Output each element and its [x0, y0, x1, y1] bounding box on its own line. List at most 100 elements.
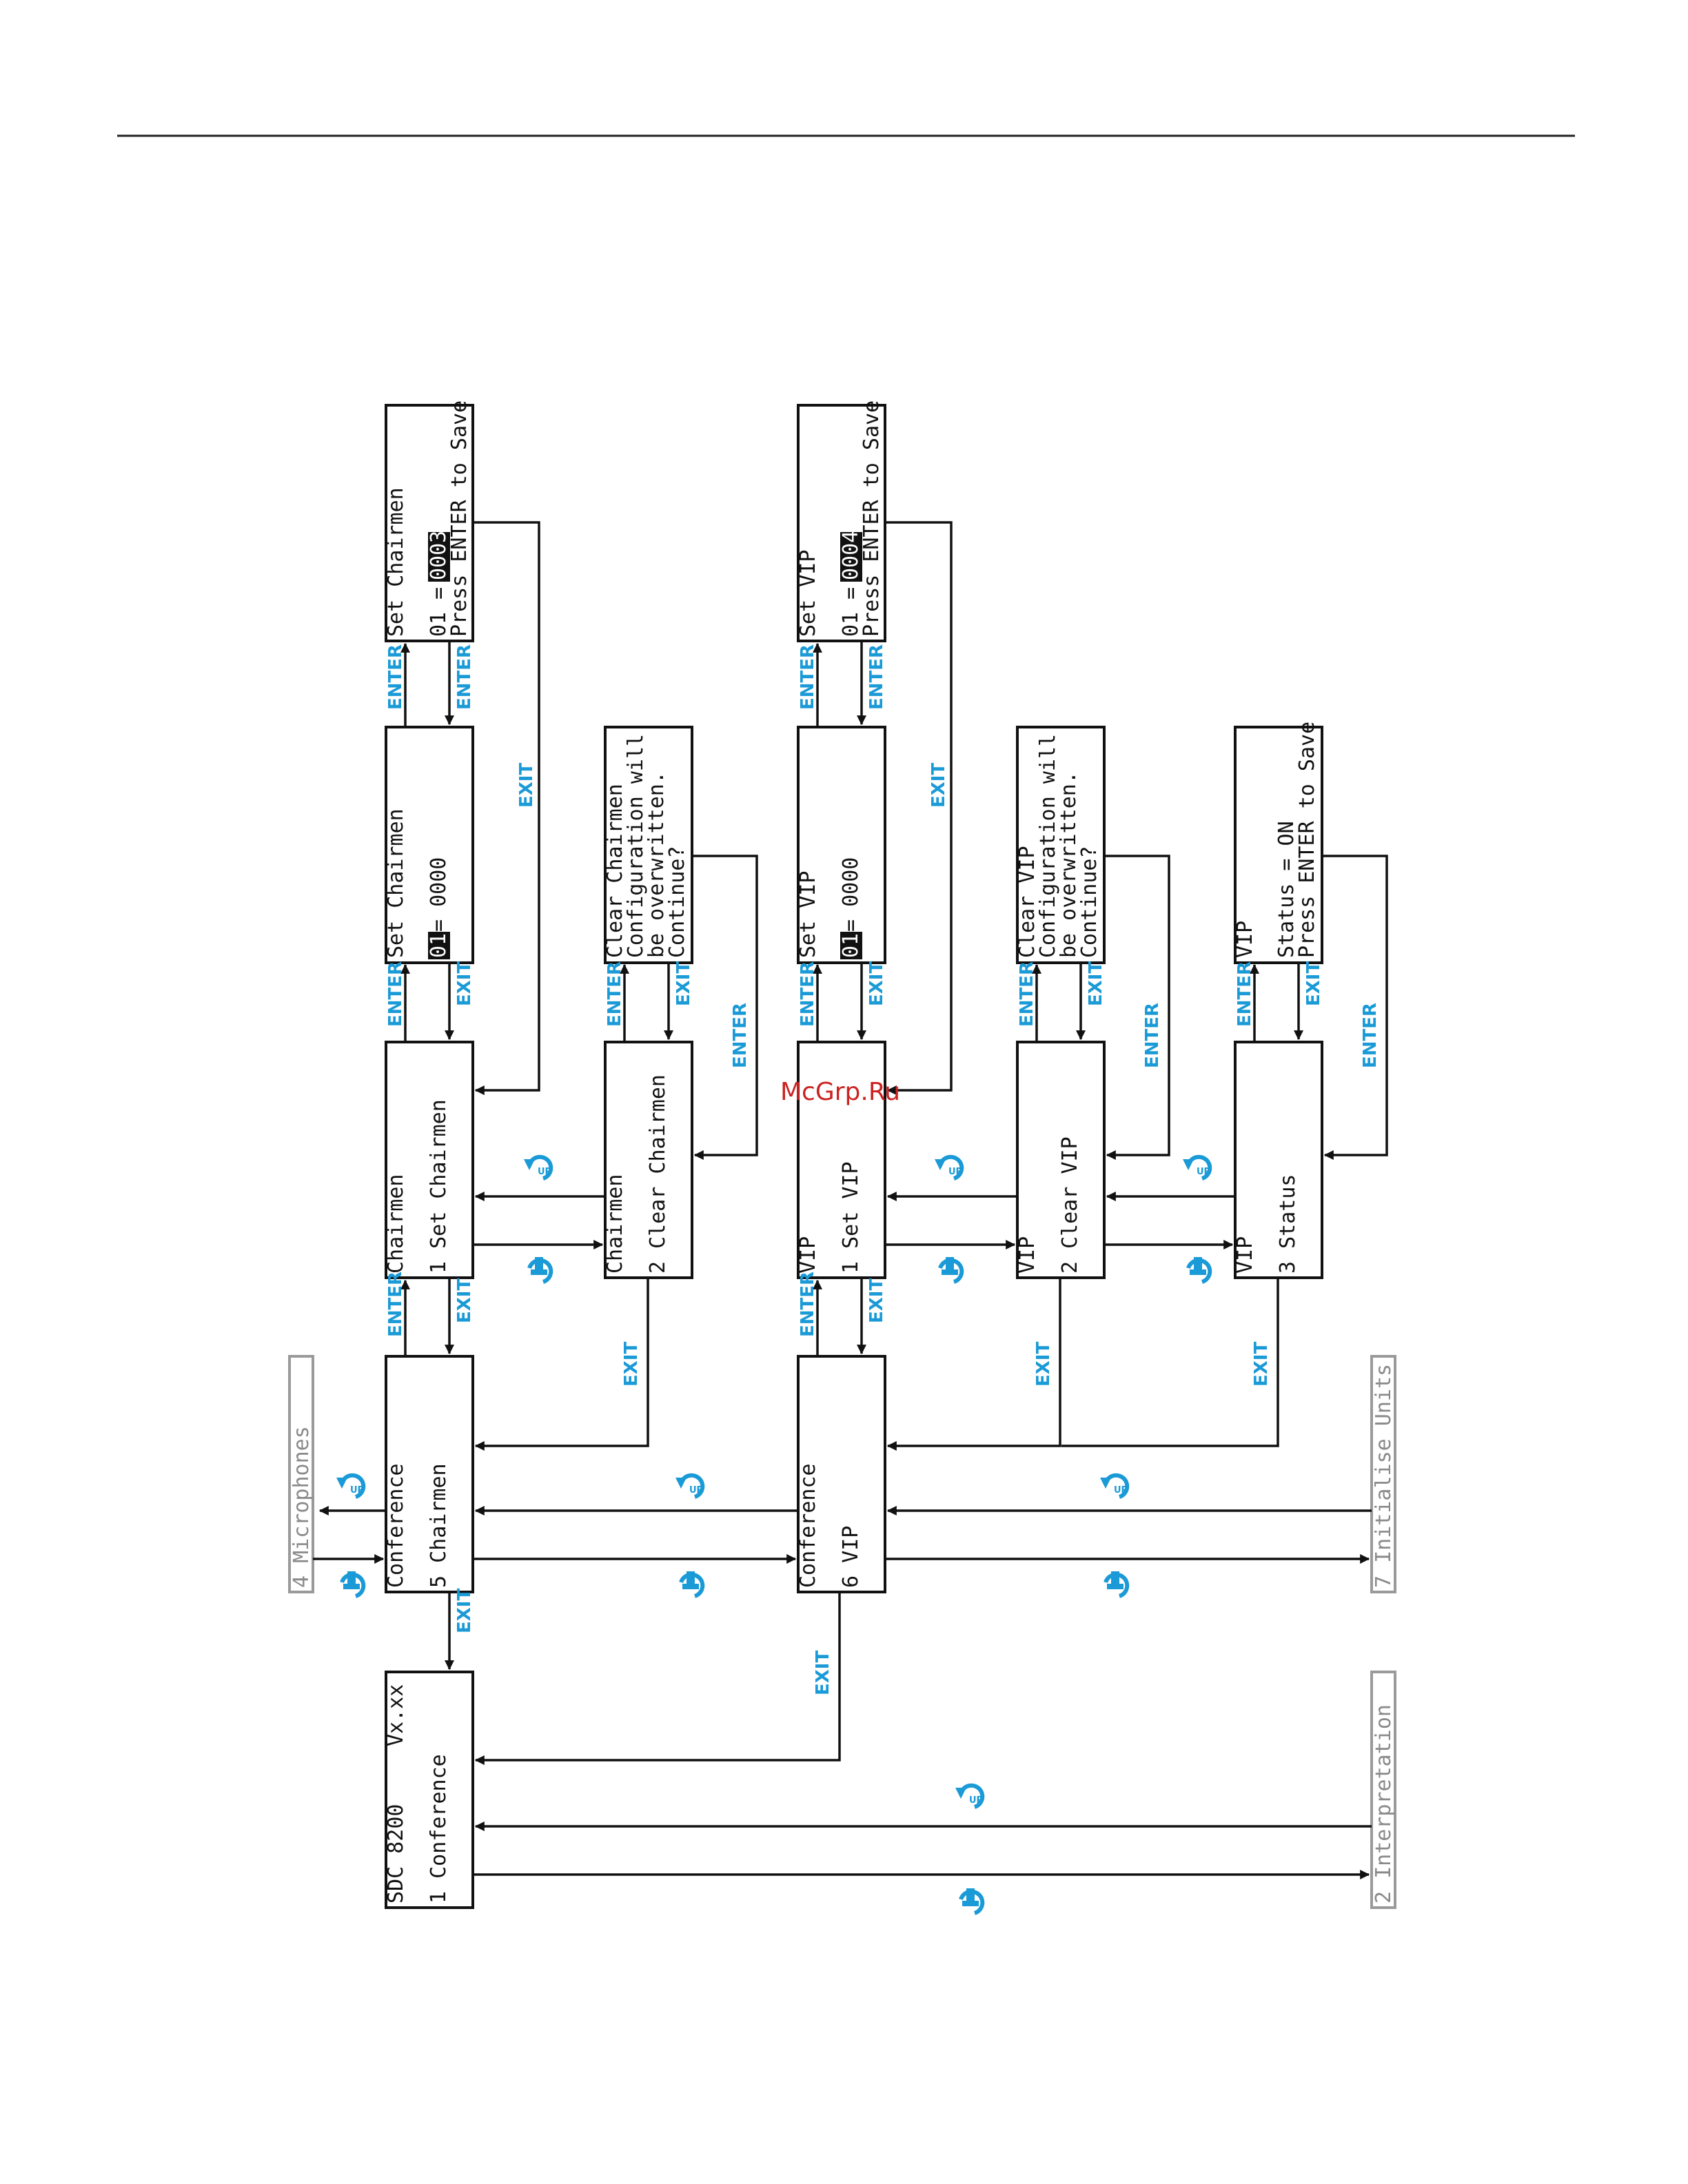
screen-line: Continue?: [1077, 846, 1101, 958]
screen-line: = 0000: [427, 857, 451, 932]
enter-key-label: ENTER: [1017, 961, 1037, 1027]
rotate-down-press-icon: [940, 1257, 962, 1282]
highlighted-value: 0003: [427, 531, 451, 580]
screen-interpretation: 2 Interpretation: [1370, 1671, 1396, 1909]
screen-line: Clear VIP: [1015, 846, 1039, 958]
screen-line: VIP: [1233, 921, 1257, 958]
enter-key-label: ENTER: [797, 961, 818, 1027]
rotate-up-icon: [955, 1786, 983, 1807]
rotate-down-press-icon: [1188, 1257, 1210, 1282]
exit-key-label: EXIT: [1033, 1342, 1054, 1387]
rotate-down-press-icon: [529, 1257, 551, 1282]
exit-key-label: EXIT: [454, 1589, 475, 1633]
screen-line: 1 Set Chairmen: [427, 1099, 451, 1274]
screen-line: Chairmen: [384, 1174, 408, 1274]
exit-key-label: EXIT: [673, 961, 694, 1006]
watermark-text: McGrp.Ru: [780, 1078, 900, 1106]
screen-line: 1 Conference: [427, 1754, 451, 1904]
enter-key-label: ENTER: [385, 644, 406, 710]
screen-line: 5 Chairmen: [427, 1463, 451, 1588]
screen-line: Press ENTER to Save: [447, 400, 471, 637]
screen-vip-status: VIP 3 Status: [1233, 1041, 1323, 1279]
screen-line: Press ENTER to Save: [1295, 722, 1319, 958]
enter-key-label: ENTER: [454, 644, 475, 710]
highlighted-value: 01: [427, 933, 451, 958]
highlighted-value: 0004: [839, 531, 863, 580]
screen-line: Vx.xx: [384, 1684, 408, 1746]
screen-status-save: VIP Status = ON Press ENTER to Save: [1233, 722, 1323, 964]
screen-line: Conference: [384, 1463, 408, 1588]
exit-key-label: EXIT: [454, 961, 475, 1006]
exit-key-label: EXIT: [928, 763, 949, 808]
enter-key-label: ENTER: [385, 1272, 406, 1337]
screen-line: Set Chairmen: [384, 487, 408, 637]
screen-main: SDC 8200 Vx.xx 1 Conference: [384, 1671, 474, 1909]
rotate-down-press-icon: [681, 1571, 702, 1596]
screen-line: Configuration will: [1036, 734, 1060, 958]
screen-line: Conference: [796, 1463, 820, 1588]
rotate-up-icon: [675, 1476, 703, 1497]
rotate-down-press-icon: [342, 1571, 363, 1596]
screen-line: 6 VIP: [839, 1526, 863, 1588]
enter-key-label: ENTER: [1360, 1003, 1381, 1068]
highlighted-value: 01: [839, 933, 863, 958]
screen-line: Status = ON: [1274, 821, 1299, 958]
screen-line: VIP: [1233, 1236, 1257, 1274]
exit-key-label: EXIT: [1086, 961, 1106, 1006]
screen-line: Clear Chairmen: [603, 784, 627, 958]
screen-conference-vip: Conference 6 VIP: [796, 1355, 886, 1593]
screen-line: 2 Clear Chairmen: [646, 1074, 670, 1274]
enter-key-label: ENTER: [797, 644, 818, 710]
screen-line: 01 =: [427, 587, 451, 637]
exit-key-label: EXIT: [866, 1278, 887, 1323]
screen-conference-chairmen: Conference 5 Chairmen: [384, 1355, 474, 1593]
exit-key-label: EXIT: [1251, 1342, 1272, 1387]
exit-key-label: EXIT: [516, 763, 537, 808]
screen-line: 2 Clear VIP: [1058, 1136, 1082, 1274]
enter-key-label: ENTER: [604, 961, 625, 1027]
screen-vip-clear: VIP 2 Clear VIP: [1015, 1041, 1106, 1279]
screen-set-vip-save: Set VIP 01 = 0004 Press ENTER to Save: [796, 400, 886, 642]
rotate-down-press-icon: [961, 1888, 982, 1913]
screen-set-chairmen-save: Set Chairmen 01 = 0003 Press ENTER to Sa…: [384, 400, 474, 642]
screen-chairmen-set: Chairmen 1 Set Chairmen: [384, 1041, 474, 1279]
enter-key-label: ENTER: [797, 1272, 818, 1337]
enter-key-label: ENTER: [1234, 961, 1255, 1027]
screen-line: Chairmen: [603, 1174, 627, 1274]
enter-key-label: ENTER: [385, 961, 406, 1027]
screen-line: Press ENTER to Save: [860, 400, 884, 637]
screen-line: 7 Initialise Units: [1372, 1364, 1396, 1588]
screen-clear-vip-confirm: Clear VIP Configuration will be overwrit…: [1015, 726, 1106, 964]
exit-key-label: EXIT: [454, 1278, 475, 1323]
rotate-up-icon: [336, 1476, 364, 1497]
screen-line: 3 Status: [1276, 1174, 1300, 1274]
screen-chairmen-clear: Chairmen 2 Clear Chairmen: [603, 1041, 693, 1279]
screen-microphones: 4 Microphones: [288, 1355, 314, 1593]
screen-line: be overwritten.: [1057, 771, 1081, 958]
screen-line: Configuration will: [624, 734, 648, 958]
screen-line: 01 =: [839, 587, 863, 637]
screen-vip-set: VIP 1 Set VIP: [796, 1041, 886, 1279]
screen-set-vip-edit: Set VIP 01 = 0000: [796, 726, 886, 964]
screen-line: SDC 8200: [384, 1804, 408, 1904]
screen-line: Continue?: [665, 846, 689, 958]
screen-line: 2 Interpretation: [1372, 1704, 1396, 1904]
screen-line: 4 Microphones: [289, 1426, 314, 1588]
exit-key-label: EXIT: [813, 1651, 833, 1695]
exit-key-label: EXIT: [1303, 961, 1324, 1006]
rotate-up-icon: [1100, 1476, 1128, 1497]
screen-line: Set Chairmen: [384, 808, 408, 958]
screen-clear-chairmen-confirm: Clear Chairmen Configuration will be ove…: [603, 726, 693, 964]
enter-key-label: ENTER: [730, 1003, 751, 1068]
screen-set-chairmen-edit: Set Chairmen 01 = 0000: [384, 726, 474, 964]
screen-line: VIP: [796, 1236, 820, 1274]
exit-key-label: EXIT: [866, 961, 887, 1006]
rotate-up-icon: [1183, 1157, 1210, 1178]
rotate-down-press-icon: [1106, 1571, 1127, 1596]
screen-line: be overwritten.: [644, 771, 669, 958]
flow-connectors: [313, 521, 1388, 1879]
enter-key-label: ENTER: [1142, 1003, 1163, 1068]
rotate-up-icon: [935, 1157, 962, 1178]
screen-line: VIP: [1015, 1236, 1039, 1274]
